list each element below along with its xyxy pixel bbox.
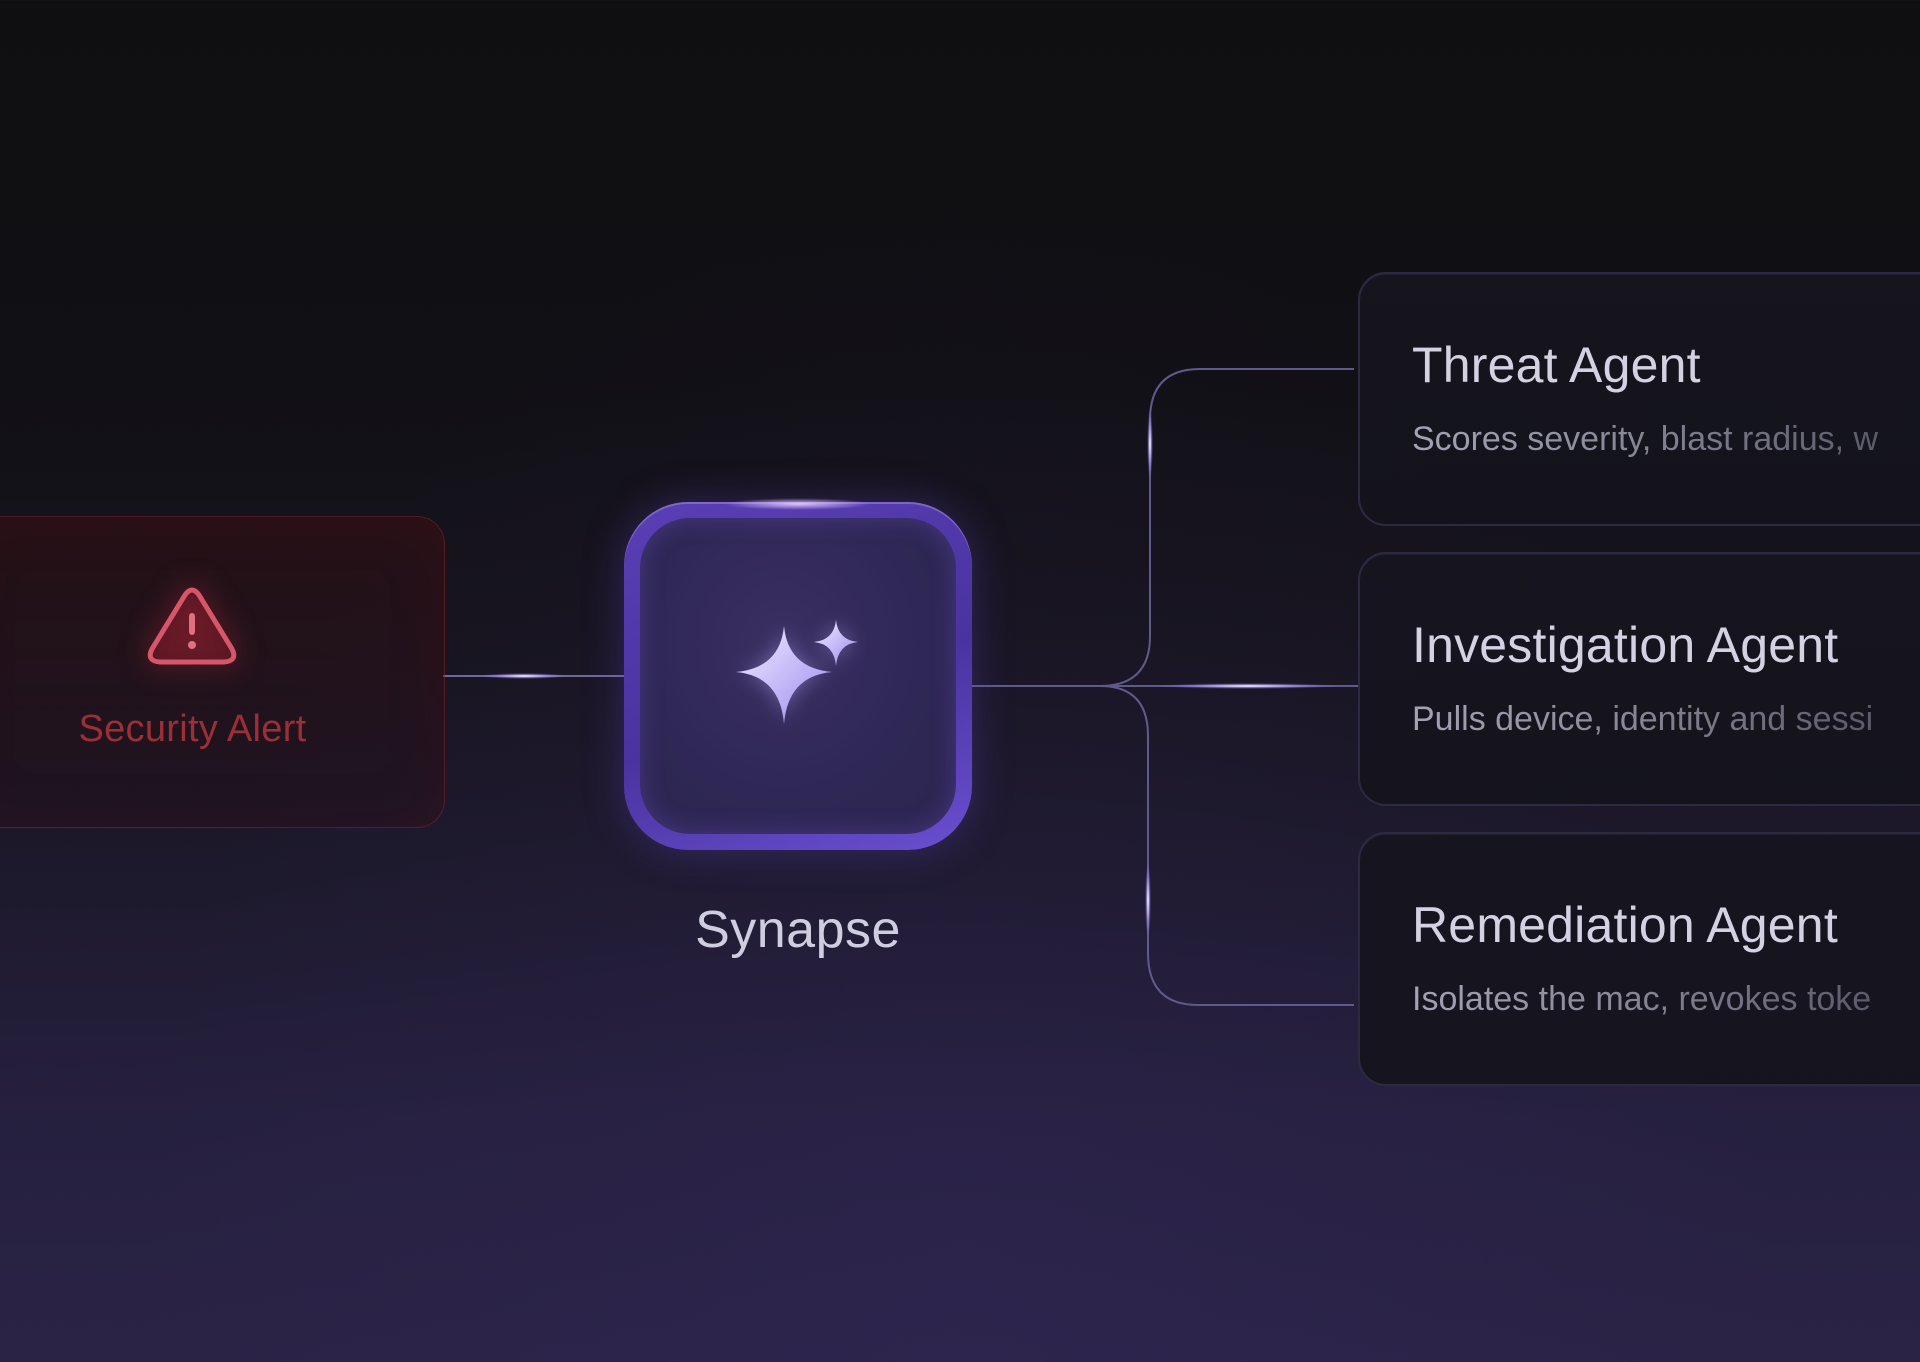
investigation-agent-card[interactable]: Investigation Agent Pulls device, identi… <box>1358 552 1920 806</box>
agent-description: Scores severity, blast radius, w <box>1412 420 1879 458</box>
synapse-hub-highlight <box>724 498 872 510</box>
sparkle-icon <box>736 620 858 724</box>
agent-description: Pulls device, identity and sessi <box>1412 700 1874 738</box>
agent-description: Isolates the mac, revokes toke <box>1412 980 1872 1018</box>
threat-agent-card[interactable]: Threat Agent Scores severity, blast radi… <box>1358 272 1920 526</box>
threat-connector-spark <box>1147 408 1153 480</box>
remediation-connector-spark <box>1145 862 1151 938</box>
remediation-agent-card[interactable]: Remediation Agent Isolates the mac, revo… <box>1358 832 1920 1086</box>
investigation-connector-spark <box>1158 683 1338 689</box>
agent-title: Threat Agent <box>1412 337 1701 393</box>
security-alert-label: Security Alert <box>78 708 307 750</box>
hub-to-threat-connector <box>1099 368 1354 687</box>
security-alert-card[interactable] <box>0 516 445 828</box>
hub-to-remediation-connector <box>1099 685 1354 1006</box>
warning-triangle-icon <box>147 587 237 665</box>
synapse-label: Synapse <box>695 901 901 959</box>
agent-title: Investigation Agent <box>1412 617 1839 673</box>
synapse-hub[interactable] <box>624 498 972 850</box>
alert-connector-spark <box>480 673 568 679</box>
agent-title: Remediation Agent <box>1412 897 1838 953</box>
